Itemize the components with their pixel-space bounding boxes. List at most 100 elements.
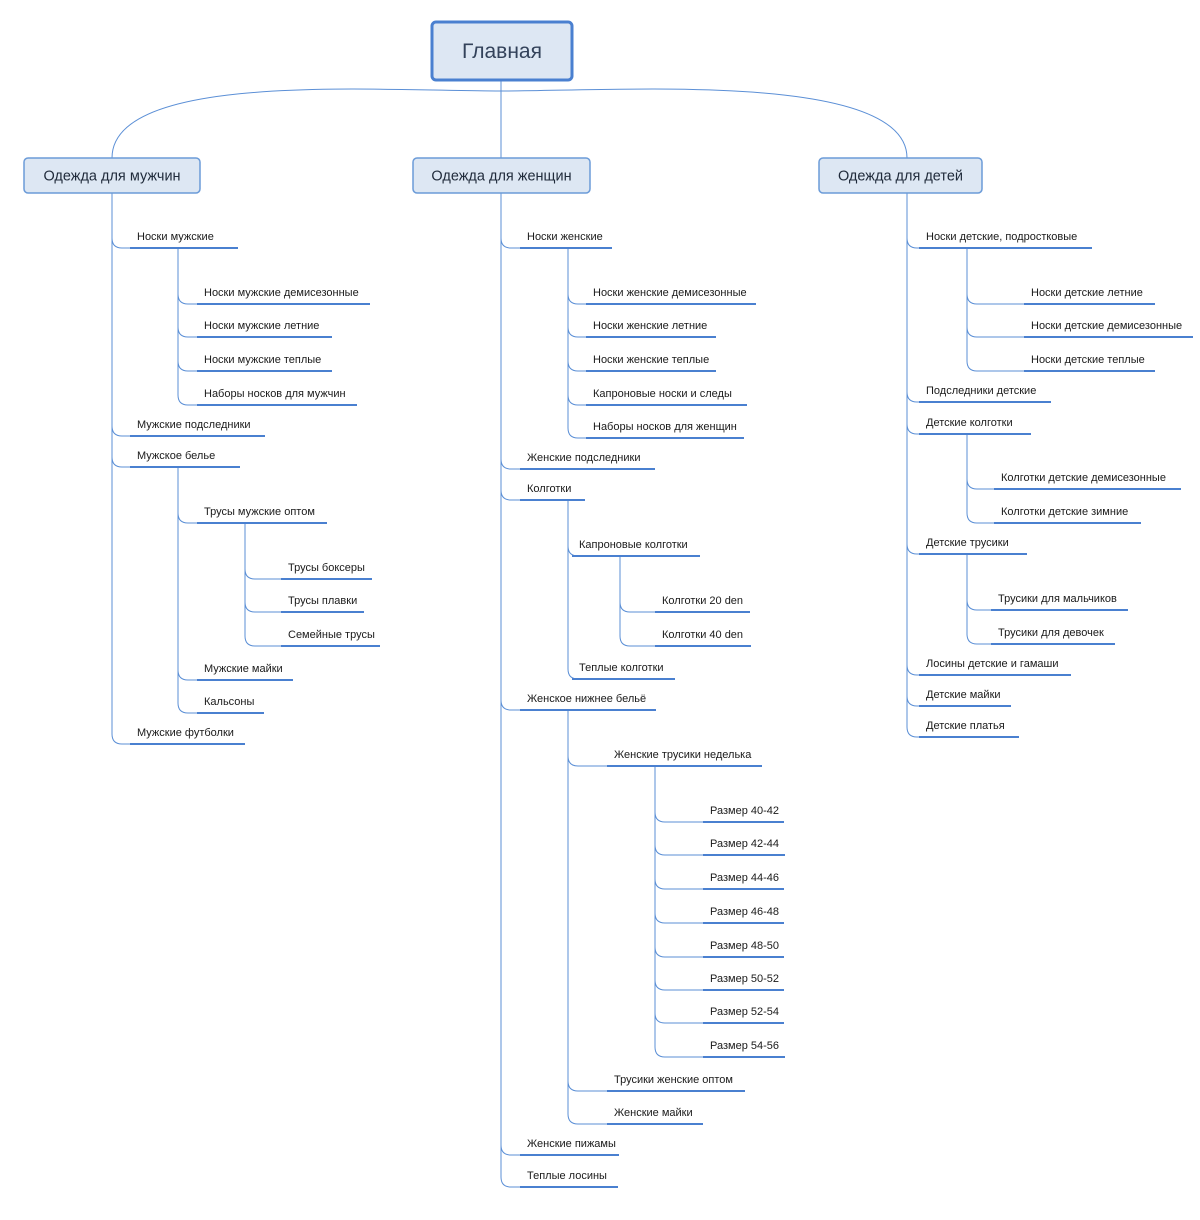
connector-elbow: [177, 360, 197, 372]
node-w3b[interactable]: Теплые колготки: [572, 662, 675, 680]
node-w4[interactable]: Женское нижнее бельё: [520, 693, 656, 711]
node-label: Трусы плавки: [288, 595, 357, 607]
node-m2[interactable]: Мужские подследники: [130, 419, 265, 437]
node-label: Лосины детские и гамаши: [926, 658, 1058, 670]
node-label: Носки мужские летние: [204, 320, 319, 332]
node-w1b[interactable]: Носки женские летние: [586, 320, 716, 338]
node-label: Носки детские демисезонные: [1031, 320, 1182, 332]
node-m[interactable]: Одежда для мужчин: [23, 157, 201, 194]
node-m1d[interactable]: Наборы носков для мужчин: [197, 388, 357, 406]
node-w5[interactable]: Женские пижамы: [520, 1138, 619, 1156]
connector-elbow: [654, 1012, 703, 1024]
node-m3[interactable]: Мужское белье: [130, 450, 240, 468]
node-m3a3[interactable]: Семейные трусы: [281, 629, 380, 647]
node-w3a2[interactable]: Колготки 40 den: [655, 629, 751, 647]
node-box: [430, 20, 574, 82]
node-w4a1[interactable]: Размер 40-42: [703, 805, 784, 823]
connector-elbow: [966, 293, 1024, 305]
connector-elbow: [966, 478, 994, 490]
node-w4a2[interactable]: Размер 42-44: [703, 838, 785, 856]
node-w1c[interactable]: Носки женские теплые: [586, 354, 716, 372]
node-k[interactable]: Одежда для детей: [818, 157, 983, 194]
node-k1a[interactable]: Носки детские летние: [1024, 287, 1155, 305]
connector-elbow: [500, 1176, 520, 1188]
node-m3c[interactable]: Кальсоны: [197, 696, 264, 714]
connector-elbow: [567, 394, 586, 406]
node-m3a[interactable]: Трусы мужские оптом: [197, 506, 327, 524]
node-m1b[interactable]: Носки мужские летние: [197, 320, 332, 338]
connector-elbow: [966, 633, 991, 645]
node-k6[interactable]: Детские майки: [919, 689, 1011, 707]
node-w4a[interactable]: Женские трусики неделька: [607, 749, 762, 767]
node-w4a3[interactable]: Размер 44-46: [703, 872, 784, 890]
connector-elbow: [177, 394, 197, 406]
node-w2[interactable]: Женские подследники: [520, 452, 655, 470]
connector-elbow: [567, 1113, 607, 1125]
node-k3[interactable]: Детские колготки: [919, 417, 1031, 435]
connector-elbow: [906, 664, 919, 676]
node-label: Колготки 20 den: [662, 595, 743, 607]
node-label: Мужское белье: [137, 450, 215, 462]
node-k1c[interactable]: Носки детские теплые: [1024, 354, 1155, 372]
node-w1[interactable]: Носки женские: [520, 231, 612, 249]
node-box: [23, 157, 201, 194]
node-m1a[interactable]: Носки мужские демисезонные: [197, 287, 370, 305]
node-label: Носки женские теплые: [593, 354, 709, 366]
node-w3a1[interactable]: Колготки 20 den: [655, 595, 750, 613]
node-m3a1[interactable]: Трусы боксеры: [281, 562, 372, 580]
node-w4b[interactable]: Трусики женские оптом: [607, 1074, 745, 1092]
node-w6[interactable]: Теплые лосины: [520, 1170, 618, 1188]
connector-elbow: [177, 512, 197, 524]
node-m1[interactable]: Носки мужские: [130, 231, 238, 249]
node-label: Колготки детские зимние: [1001, 506, 1128, 518]
node-k4a[interactable]: Трусики для мальчиков: [991, 593, 1128, 611]
connector-elbow: [654, 811, 703, 823]
connector-arc: [111, 88, 908, 159]
node-w1a[interactable]: Носки женские демисезонные: [586, 287, 756, 305]
node-w[interactable]: Одежда для женщин: [412, 157, 591, 194]
node-label: Носки мужские: [137, 231, 214, 243]
connector-elbow: [177, 293, 197, 305]
connector-elbow: [654, 844, 703, 856]
node-k3b[interactable]: Колготки детские зимние: [994, 506, 1141, 524]
connector-elbow: [567, 427, 586, 439]
connector-elbow: [567, 545, 579, 557]
node-m1c[interactable]: Носки мужские теплые: [197, 354, 332, 372]
node-k2[interactable]: Подследники детские: [919, 385, 1051, 403]
node-root[interactable]: Главная: [430, 20, 574, 82]
node-k3a[interactable]: Колготки детские демисезонные: [994, 472, 1181, 490]
node-w4a6[interactable]: Размер 50-52: [703, 973, 784, 991]
connector-elbow: [619, 635, 655, 647]
node-w4c[interactable]: Женские майки: [607, 1107, 703, 1125]
node-label: Размер 52-54: [710, 1006, 779, 1018]
node-w4a5[interactable]: Размер 48-50: [703, 940, 784, 958]
node-label: Размер 50-52: [710, 973, 779, 985]
node-k5[interactable]: Лосины детские и гамаши: [919, 658, 1071, 676]
node-k7[interactable]: Детские платья: [919, 720, 1019, 738]
node-w3[interactable]: Колготки: [520, 483, 585, 501]
node-label: Подследники детские: [926, 385, 1036, 397]
connector-elbow: [567, 755, 607, 767]
node-label: Колготки детские демисезонные: [1001, 472, 1166, 484]
connector-elbow: [111, 425, 130, 437]
node-w4a7[interactable]: Размер 52-54: [703, 1006, 784, 1024]
node-k1[interactable]: Носки детские, подростковые: [919, 231, 1092, 249]
node-k4[interactable]: Детские трусики: [919, 537, 1027, 555]
node-label: Трусы мужские оптом: [204, 506, 315, 518]
node-k1b[interactable]: Носки детские демисезонные: [1024, 320, 1193, 338]
node-m3a2[interactable]: Трусы плавки: [281, 595, 364, 613]
connector-elbow: [177, 326, 197, 338]
node-w4a8[interactable]: Размер 54-56: [703, 1040, 785, 1058]
node-w4a4[interactable]: Размер 46-48: [703, 906, 784, 924]
node-w1d[interactable]: Капроновые носки и следы: [586, 388, 747, 406]
node-w3a[interactable]: Капроновые колготки: [572, 539, 700, 557]
node-label: Трусы боксеры: [288, 562, 365, 574]
node-m3b[interactable]: Мужские майки: [197, 663, 293, 681]
node-k4b[interactable]: Трусики для девочек: [991, 627, 1115, 645]
node-label: Мужские футболки: [137, 727, 234, 739]
node-m4[interactable]: Мужские футболки: [130, 727, 245, 745]
node-label: Трусики женские оптом: [614, 1074, 733, 1086]
node-w1e[interactable]: Наборы носков для женщин: [586, 421, 744, 439]
node-label: Теплые лосины: [527, 1170, 607, 1182]
